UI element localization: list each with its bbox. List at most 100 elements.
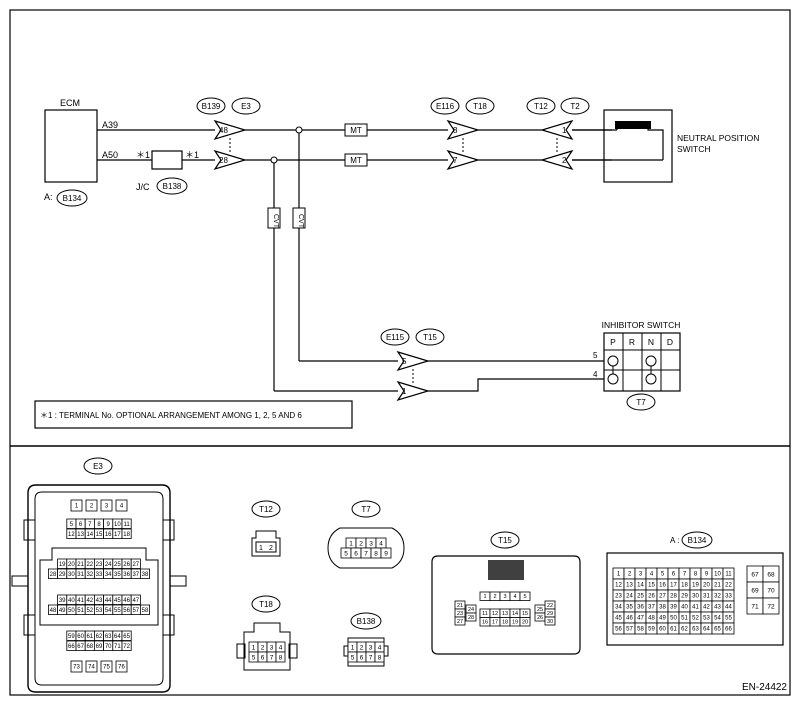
pin-number: 15 xyxy=(522,611,528,617)
pin-number: 6 xyxy=(79,522,83,528)
connector-dashes xyxy=(229,138,558,383)
pin-number: 9 xyxy=(705,572,709,578)
pin-number: 43 xyxy=(96,598,103,604)
pin-number: 64 xyxy=(703,627,710,633)
pin-number: 20 xyxy=(703,583,710,589)
svg-text:MT: MT xyxy=(350,126,362,135)
pin-number: 71 xyxy=(114,644,121,650)
pin-number: 56 xyxy=(615,627,622,633)
pin-number: 4 xyxy=(378,644,382,651)
pin-number: 12 xyxy=(492,611,498,617)
pin-number: 70 xyxy=(105,644,112,650)
pin-cell xyxy=(70,660,83,673)
pin-number: 2 xyxy=(261,644,265,651)
pin-number: 54 xyxy=(714,616,721,622)
pin-number: 46 xyxy=(626,616,633,622)
pin-number: 39 xyxy=(670,605,677,611)
svg-text:B139: B139 xyxy=(202,102,221,111)
pin-number: 59 xyxy=(68,634,75,640)
svg-text:D: D xyxy=(667,337,673,347)
pin-cell xyxy=(722,622,735,635)
pin-number: 29 xyxy=(59,572,66,578)
pin-number: 10 xyxy=(114,522,121,528)
pin-number: 32 xyxy=(86,572,93,578)
pin-number: 14 xyxy=(86,532,93,538)
splice-dot xyxy=(270,156,278,164)
svg-text:T12: T12 xyxy=(534,102,548,111)
pin-number: 15 xyxy=(96,532,103,538)
pin-number: 35 xyxy=(114,572,121,578)
pin-number: 8 xyxy=(97,522,101,528)
pin-number: 63 xyxy=(105,634,112,640)
pin-cell xyxy=(519,617,531,627)
pin-number: 1 xyxy=(349,540,353,547)
svg-text:E115: E115 xyxy=(386,333,405,342)
pin-number: 31 xyxy=(703,594,710,600)
pin-number: 17 xyxy=(670,583,677,589)
pin-number: 16 xyxy=(482,620,488,626)
svg-text:＊1: ＊1 xyxy=(185,150,199,160)
svg-text:4: 4 xyxy=(593,370,598,379)
svg-text:N: N xyxy=(648,337,654,347)
pin-number: 54 xyxy=(105,608,112,614)
pin-number: 41 xyxy=(692,605,699,611)
pin-number: 61 xyxy=(86,634,93,640)
pin-number: 63 xyxy=(692,627,699,633)
svg-text:1: 1 xyxy=(402,387,407,396)
pin-number: 61 xyxy=(670,627,677,633)
pin-number: 53 xyxy=(703,616,710,622)
pin-number: 50 xyxy=(670,616,677,622)
pin-number: 1 xyxy=(75,504,79,510)
pin-a39: A39 xyxy=(102,120,118,130)
pin-number: 22 xyxy=(725,583,732,589)
pin-number: 46 xyxy=(123,598,130,604)
pin-number: 37 xyxy=(132,572,139,578)
pin-number: 74 xyxy=(88,665,95,671)
pin-number: 9 xyxy=(384,550,388,557)
pin-number: 52 xyxy=(692,616,699,622)
pin-number: 6 xyxy=(261,654,265,661)
pin-cell xyxy=(115,660,128,673)
pin-number: 31 xyxy=(77,572,84,578)
pin-cell xyxy=(121,518,132,529)
pin-number: 72 xyxy=(767,603,775,610)
pin-number: 2 xyxy=(628,572,632,578)
svg-text:T7: T7 xyxy=(636,398,646,407)
footnote: ＊1 : TERMINAL No. OPTIONAL ARRANGEMENT A… xyxy=(34,400,353,429)
pin-number: 20 xyxy=(68,562,75,568)
pin-number: 49 xyxy=(659,616,666,622)
pin-number: 1 xyxy=(617,572,621,578)
svg-text:T15: T15 xyxy=(498,536,512,545)
pin-number: 3 xyxy=(503,594,506,600)
connector-t15: T15 123456789101112131415161718192021232… xyxy=(431,531,581,655)
pin-number: 22 xyxy=(86,562,93,568)
svg-text:B138: B138 xyxy=(357,617,376,626)
pin-number: 8 xyxy=(279,654,283,661)
pin-number: 19 xyxy=(512,620,518,626)
pin-cell xyxy=(121,640,132,651)
pin-number: 8 xyxy=(694,572,698,578)
pin-number: 27 xyxy=(659,594,666,600)
pin-cell xyxy=(544,616,556,626)
pin-number: 38 xyxy=(142,572,149,578)
pin-number: 51 xyxy=(681,616,688,622)
pin-number: 7 xyxy=(270,654,274,661)
pin-number: 4 xyxy=(650,572,654,578)
pin-number: 45 xyxy=(615,616,622,622)
pin-number: 2 xyxy=(360,644,364,651)
svg-text:J/C: J/C xyxy=(136,182,150,192)
pin-number: 48 xyxy=(648,616,655,622)
pin-number: 14 xyxy=(637,583,644,589)
pin-number: 6 xyxy=(360,654,364,661)
svg-text:INHIBITOR SWITCH: INHIBITOR SWITCH xyxy=(602,320,681,330)
pin-number: 21 xyxy=(714,583,721,589)
pin-number: 11 xyxy=(123,522,130,528)
svg-text:B134: B134 xyxy=(688,536,707,545)
pin-number: 5 xyxy=(252,654,256,661)
svg-text:P: P xyxy=(610,337,616,347)
pin-number: 36 xyxy=(637,605,644,611)
pin-number: 49 xyxy=(59,608,66,614)
pin-number: 11 xyxy=(482,611,488,617)
pin-number: 55 xyxy=(114,608,121,614)
